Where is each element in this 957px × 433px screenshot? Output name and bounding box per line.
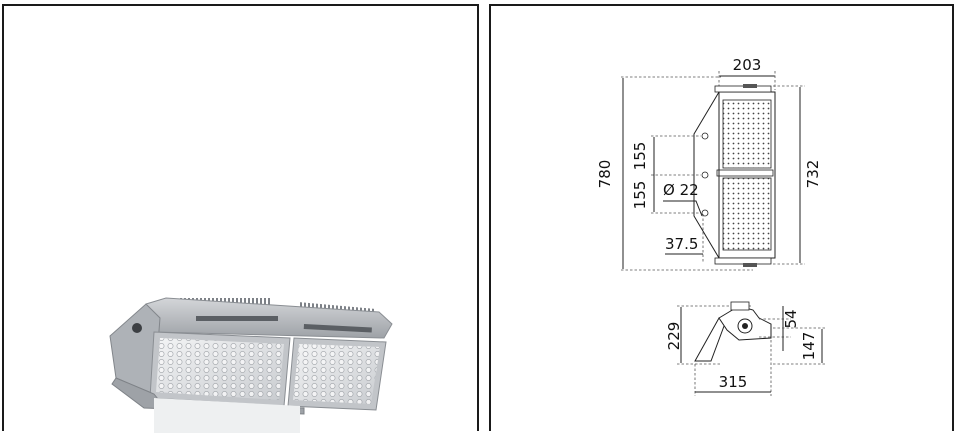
front-view-divider <box>716 169 774 177</box>
vent-slot-right <box>303 324 372 333</box>
side-view-pivot-center <box>742 323 748 329</box>
dim-height-total: 780 <box>596 160 614 189</box>
leader-line-diameter <box>663 200 703 217</box>
dim-spacing-lower: 155 <box>631 181 649 210</box>
mounting-hole-center <box>701 171 709 179</box>
dim-base-height: 147 <box>800 332 818 361</box>
led-array-right <box>293 344 380 404</box>
bracket-pivot-icon <box>132 323 142 333</box>
front-view-led-panel-upper <box>722 99 772 169</box>
dim-side-height: 229 <box>665 322 683 351</box>
dim-offset: 37.5 <box>665 235 698 253</box>
top-tab <box>743 84 757 88</box>
dim-depth: 315 <box>719 373 748 391</box>
bottom-tab <box>743 263 757 267</box>
floodlight-photo <box>109 297 393 433</box>
front-view-led-panel-lower <box>722 177 772 251</box>
side-view-arm <box>694 317 728 362</box>
dim-bracket-height: 54 <box>782 309 800 328</box>
vent-slot-left <box>196 316 278 321</box>
reflection <box>154 398 300 433</box>
mounting-hole-lower <box>701 209 709 217</box>
dim-height-body: 732 <box>804 160 822 189</box>
led-array-left <box>156 338 284 400</box>
dimension-drawing-panel: 203 780 732 155 <box>489 4 954 431</box>
mounting-hole-upper <box>701 132 709 140</box>
dim-spacing-upper: 155 <box>631 142 649 171</box>
side-view-cap <box>730 301 750 311</box>
dimension-drawing: 203 780 732 155 <box>596 56 827 396</box>
dim-width-top: 203 <box>733 56 762 74</box>
dim-hole-diameter: Ø 22 <box>663 181 699 199</box>
product-photo-panel <box>2 4 479 433</box>
